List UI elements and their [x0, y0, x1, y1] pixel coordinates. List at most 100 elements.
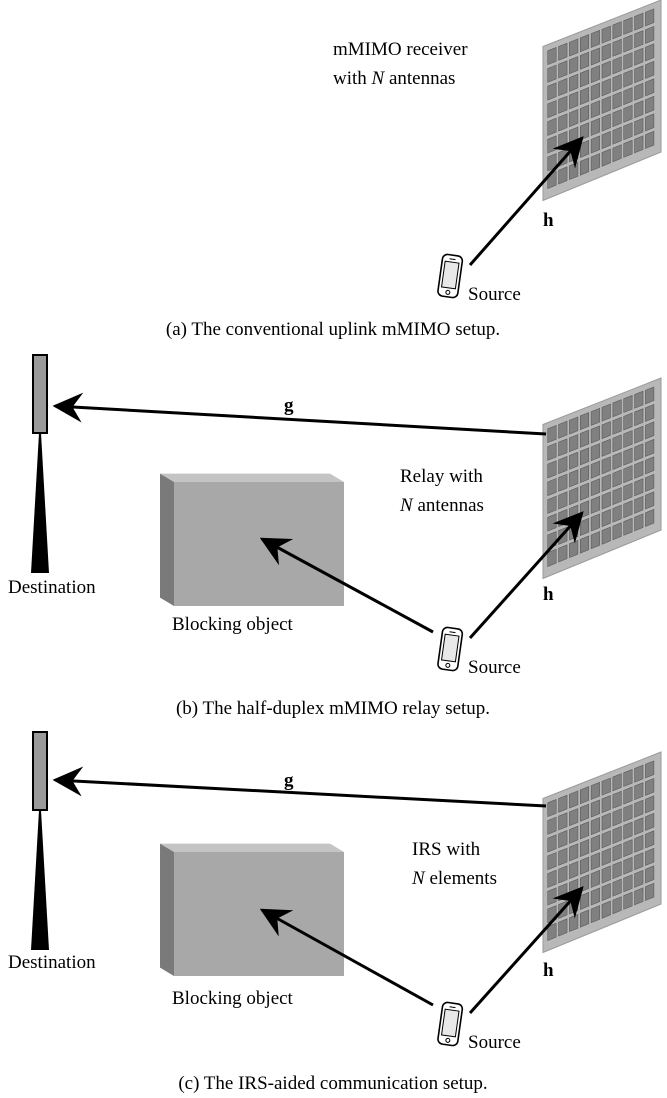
array-element: [579, 839, 590, 858]
array-element: [558, 491, 568, 510]
array-element: [590, 905, 600, 924]
array-element: [558, 78, 568, 97]
array-element: [634, 443, 644, 462]
array-element: [645, 78, 655, 97]
array-element: [590, 852, 600, 871]
array-element: [612, 878, 622, 897]
array-element: [558, 830, 568, 849]
array-element: [547, 869, 557, 888]
phone-icon: [437, 1001, 464, 1047]
array-element: [590, 443, 600, 462]
array-element: [601, 900, 611, 919]
array-element: [645, 113, 655, 132]
array-element: [579, 122, 590, 141]
array-element: [601, 403, 611, 422]
channel-h-label: h: [543, 210, 554, 231]
arrow-h: [468, 886, 584, 1015]
array-element: [612, 469, 622, 488]
array-element: [558, 794, 568, 813]
array-element: [645, 403, 655, 422]
array-element: [547, 816, 557, 835]
array-element: [634, 82, 644, 101]
blocked-arrow: [259, 908, 434, 1007]
array-element: [579, 34, 590, 53]
array-element: [558, 113, 568, 132]
array-element: [634, 513, 644, 532]
array-element: [645, 882, 655, 901]
array-element: [547, 922, 557, 941]
uplink-arrow-h: [468, 136, 584, 266]
tower-head: [32, 354, 48, 434]
array-element: [590, 781, 600, 800]
relay-antenna-array: [542, 377, 662, 580]
tower-mast: [31, 810, 49, 950]
array-element: [601, 526, 611, 545]
array-element: [590, 531, 600, 550]
array-element: [623, 804, 633, 823]
array-element: [612, 91, 622, 110]
channel-g-label: g: [284, 770, 294, 791]
receiver-label-line2: with N antennas: [333, 68, 455, 89]
box-side: [160, 473, 174, 606]
array-element: [634, 478, 644, 497]
array-element: [612, 825, 622, 844]
array-element: [612, 843, 622, 862]
array-element: [590, 82, 600, 101]
array-element: [547, 548, 557, 567]
array-element: [612, 861, 622, 880]
array-element: [569, 825, 579, 844]
array-element: [623, 430, 633, 449]
array-element: [590, 799, 600, 818]
array-element: [569, 91, 579, 110]
array-element: [590, 425, 600, 444]
array-element: [579, 87, 590, 106]
array-element: [645, 830, 655, 849]
array-element: [579, 465, 590, 484]
array-element: [569, 469, 579, 488]
array-element: [579, 429, 590, 448]
array-element: [612, 522, 622, 541]
tower-mast: [31, 433, 49, 573]
array-element: [634, 764, 644, 783]
array-element: [623, 104, 633, 123]
array-element: [612, 38, 622, 57]
array-element: [601, 113, 611, 132]
array-element: [645, 438, 655, 457]
irs-label-line2: N elements: [411, 868, 497, 889]
array-element: [645, 473, 655, 492]
array-element: [579, 482, 590, 501]
array-element: [579, 821, 590, 840]
tower-head: [32, 731, 48, 811]
array-element: [623, 412, 633, 431]
box-side: [160, 843, 174, 976]
array-element: [634, 135, 644, 154]
array-element: [547, 442, 557, 461]
array-element: [634, 799, 644, 818]
array-element: [623, 769, 633, 787]
destination-tower-icon: [31, 354, 49, 573]
array-element: [634, 852, 644, 871]
array-element: [601, 777, 611, 796]
array-element: [612, 504, 622, 523]
array-element: [579, 104, 590, 123]
array-element: [612, 21, 622, 40]
array-element: [590, 407, 600, 426]
source-label: Source: [468, 1032, 521, 1053]
array-element: [623, 821, 633, 840]
array-element: [623, 52, 633, 71]
array-element: [590, 153, 600, 172]
array-element: [547, 460, 557, 479]
array-element: [601, 473, 611, 492]
array-element: [623, 891, 633, 910]
array-element: [601, 148, 611, 167]
array-element: [558, 95, 568, 114]
array-element: [645, 25, 655, 44]
phone-icon: [437, 626, 464, 672]
array-element: [634, 408, 644, 427]
array-element: [634, 390, 644, 409]
array-element: [601, 78, 611, 97]
array-element: [590, 834, 600, 853]
array-element: [645, 760, 655, 779]
array-element: [558, 847, 568, 866]
array-element: [558, 438, 568, 457]
